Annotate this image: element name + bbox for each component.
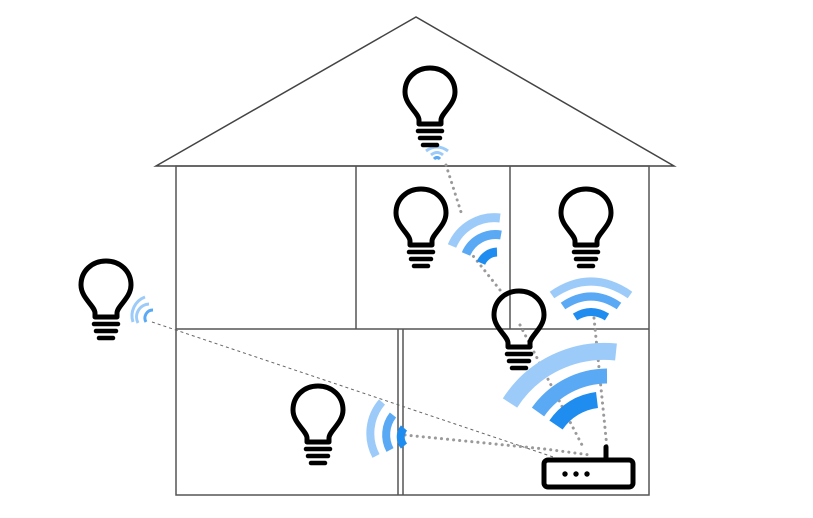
lightbulb-icon — [396, 189, 446, 266]
lightbulb-icon — [293, 386, 343, 463]
wifi-signal-icon — [130, 295, 154, 324]
wifi-signals — [130, 145, 633, 458]
lightbulb-icon — [561, 189, 611, 266]
mesh-link-lower-left — [403, 433, 592, 457]
wifi-signal-icon — [502, 342, 617, 430]
wifi-signal-icon — [366, 399, 408, 458]
mesh-link-attic — [444, 163, 463, 214]
mesh-link-lower-right — [518, 323, 584, 447]
mesh-link-upper-right — [592, 316, 609, 450]
house-outer-wall — [175, 165, 650, 496]
lightbulb-icon — [81, 261, 131, 338]
house — [153, 16, 677, 496]
wifi-signal-icon — [549, 277, 633, 321]
connections — [151, 163, 609, 467]
mesh-link-upper-middle — [468, 250, 502, 292]
wifi-signal-icon — [447, 213, 502, 266]
router-icon — [541, 444, 636, 490]
roof — [153, 16, 677, 167]
